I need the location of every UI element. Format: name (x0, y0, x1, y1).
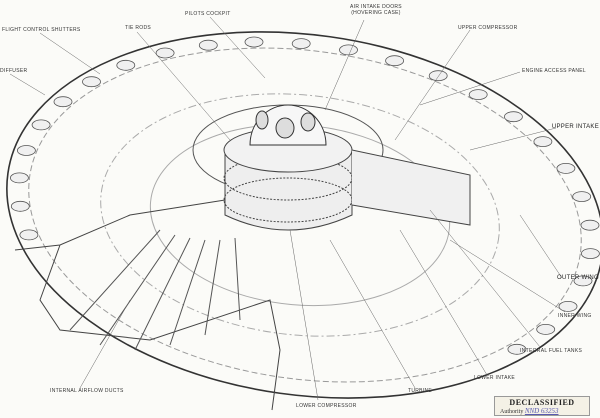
shutter-vent (291, 38, 311, 49)
shutter-vent (198, 39, 218, 51)
shutter-vent (581, 248, 600, 260)
shutter-vent (10, 200, 30, 212)
shutter-vent (580, 219, 600, 231)
label-air-intake-doors-sub: (HOVERING CASE) (351, 10, 401, 16)
shutter-vent (53, 96, 73, 108)
shutter-vent (339, 44, 358, 56)
declassified-stamp: DECLASSIFIED Authority NND 63253 (494, 396, 590, 416)
stamp-authority-value: NND 63253 (524, 407, 559, 415)
label-lower-compressor: LOWER COMPRESSOR (296, 403, 357, 409)
label-tie-rods: TIE RODS (125, 25, 152, 31)
shutter-vent (572, 191, 592, 203)
label-air-intake-doors: AIR INTAKE DOORS (HOVERING CASE) (350, 4, 402, 16)
shutter-vent (16, 145, 36, 156)
shutter-vent (556, 162, 576, 174)
shutter-vent (19, 229, 39, 241)
shutter-vent (116, 59, 136, 71)
shutter-vent (507, 343, 527, 355)
label-upper-compressor: UPPER COMPRESSOR (458, 25, 518, 31)
stamp-authority-label: Authority (500, 409, 524, 415)
right-cutaway (351, 149, 471, 226)
label-flight-control-shutters: FLIGHT CONTROL SHUTTERS (2, 27, 81, 33)
shutter-vent (385, 55, 405, 67)
label-inner-wing: INNER WING (558, 313, 592, 319)
shutter-vent (533, 136, 553, 148)
shutter-vent (244, 36, 264, 48)
inner-wing-line (100, 93, 500, 337)
shutter-vent (31, 119, 51, 131)
shutter-vent (558, 300, 578, 312)
label-integral-fuel-tanks: INTEGRAL FUEL TANKS (520, 348, 583, 354)
leader-lines (9, 16, 566, 401)
label-air-intake-doors-main: AIR INTAKE DOORS (350, 4, 402, 10)
flight-control-shutters (9, 36, 600, 355)
shutter-vent (536, 323, 556, 335)
label-internal-airflow-ducts: INTERNAL AIRFLOW DUCTS (50, 388, 124, 394)
outer-wing-line (28, 47, 582, 383)
label-diffuser: DIFFUSER (0, 68, 28, 74)
label-lower-intake: LOWER INTAKE (474, 375, 516, 381)
label-outer-wing: OUTER WING (557, 275, 599, 281)
shutter-vent (428, 70, 448, 82)
label-pilots-cockpit: PILOTS COCKPIT (185, 11, 231, 17)
shutter-vent (468, 89, 488, 100)
shutter-vent (155, 47, 175, 59)
label-turbine: TURBINE (408, 388, 433, 394)
shutter-vent (9, 172, 29, 184)
stamp-title: DECLASSIFIED (509, 398, 575, 407)
shutter-vent (573, 275, 593, 287)
shutter-vent (82, 76, 101, 88)
label-engine-access-panel: ENGINE ACCESS PANEL (522, 68, 586, 74)
shutter-vent (504, 111, 523, 123)
engine-body (224, 150, 353, 231)
label-upper-intake: UPPER INTAKE (551, 124, 599, 130)
cutaway-edge (14, 199, 281, 411)
